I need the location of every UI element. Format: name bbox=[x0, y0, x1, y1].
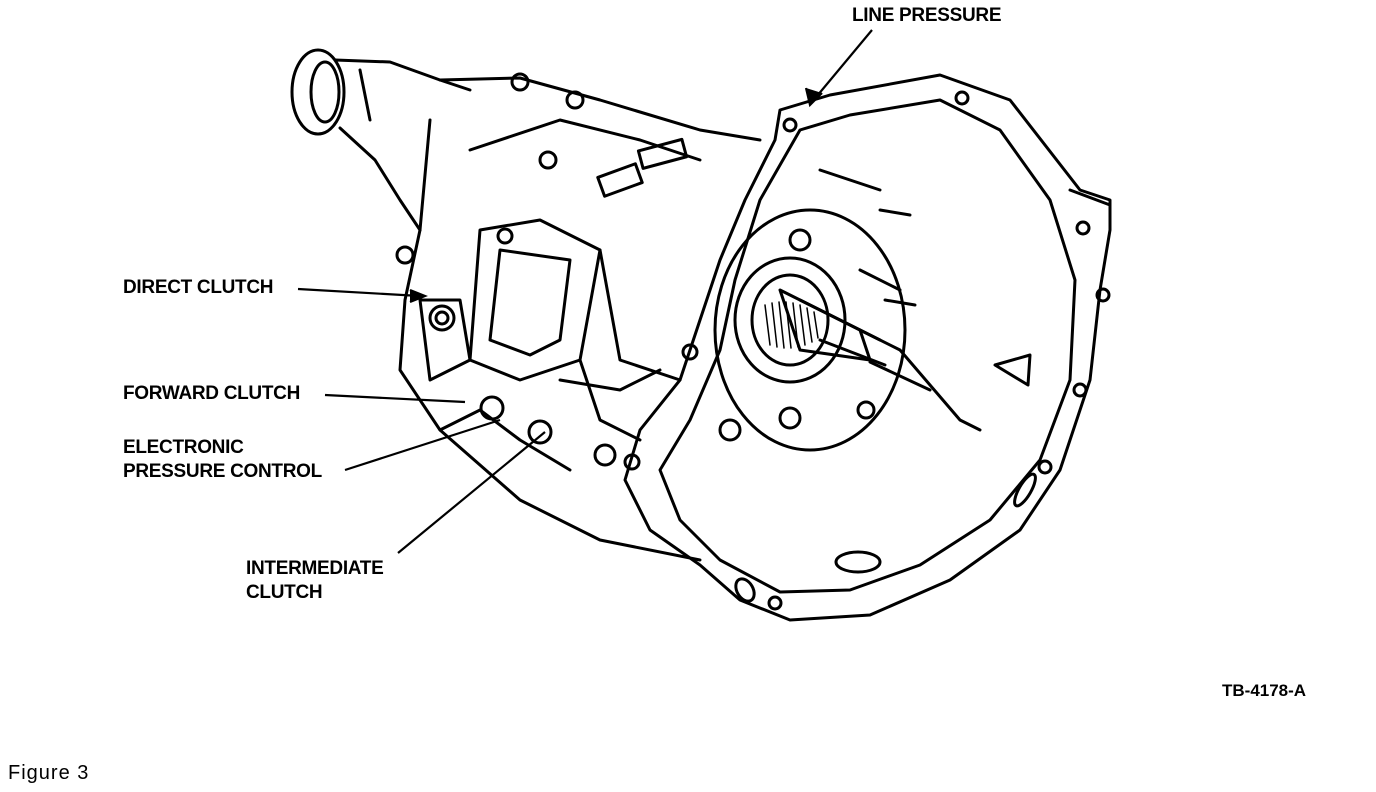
pump-assembly bbox=[713, 168, 982, 452]
arrowhead-direct-clutch bbox=[409, 288, 428, 304]
bell-housing bbox=[623, 73, 1112, 622]
leader-forward-clutch bbox=[324, 393, 466, 404]
leader-electronic-pressure-control bbox=[344, 418, 501, 472]
label-intermediate-line-1: INTERMEDIATE bbox=[246, 558, 384, 579]
leader-line-pressure bbox=[811, 29, 873, 103]
leader-direct-clutch bbox=[297, 287, 421, 298]
label-electronic-line-1: ELECTRONIC bbox=[123, 437, 244, 458]
label-direct-clutch: DIRECT CLUTCH bbox=[123, 277, 274, 298]
label-forward-clutch: FORWARD CLUTCH bbox=[123, 383, 300, 404]
extension-housing bbox=[290, 48, 472, 232]
label-electronic-line-2: PRESSURE CONTROL bbox=[123, 461, 322, 482]
label-intermediate-line-2: CLUTCH bbox=[246, 582, 323, 603]
input-shaft-splines bbox=[764, 301, 819, 349]
arrowhead-line-pressure bbox=[804, 87, 823, 108]
transmission-case bbox=[395, 72, 762, 562]
reference-code: TB-4178-A bbox=[1222, 681, 1307, 700]
figure-caption: Figure 3 bbox=[8, 762, 90, 784]
leader-intermediate-clutch bbox=[397, 431, 546, 554]
label-line-pressure: LINE PRESSURE bbox=[852, 5, 1002, 26]
